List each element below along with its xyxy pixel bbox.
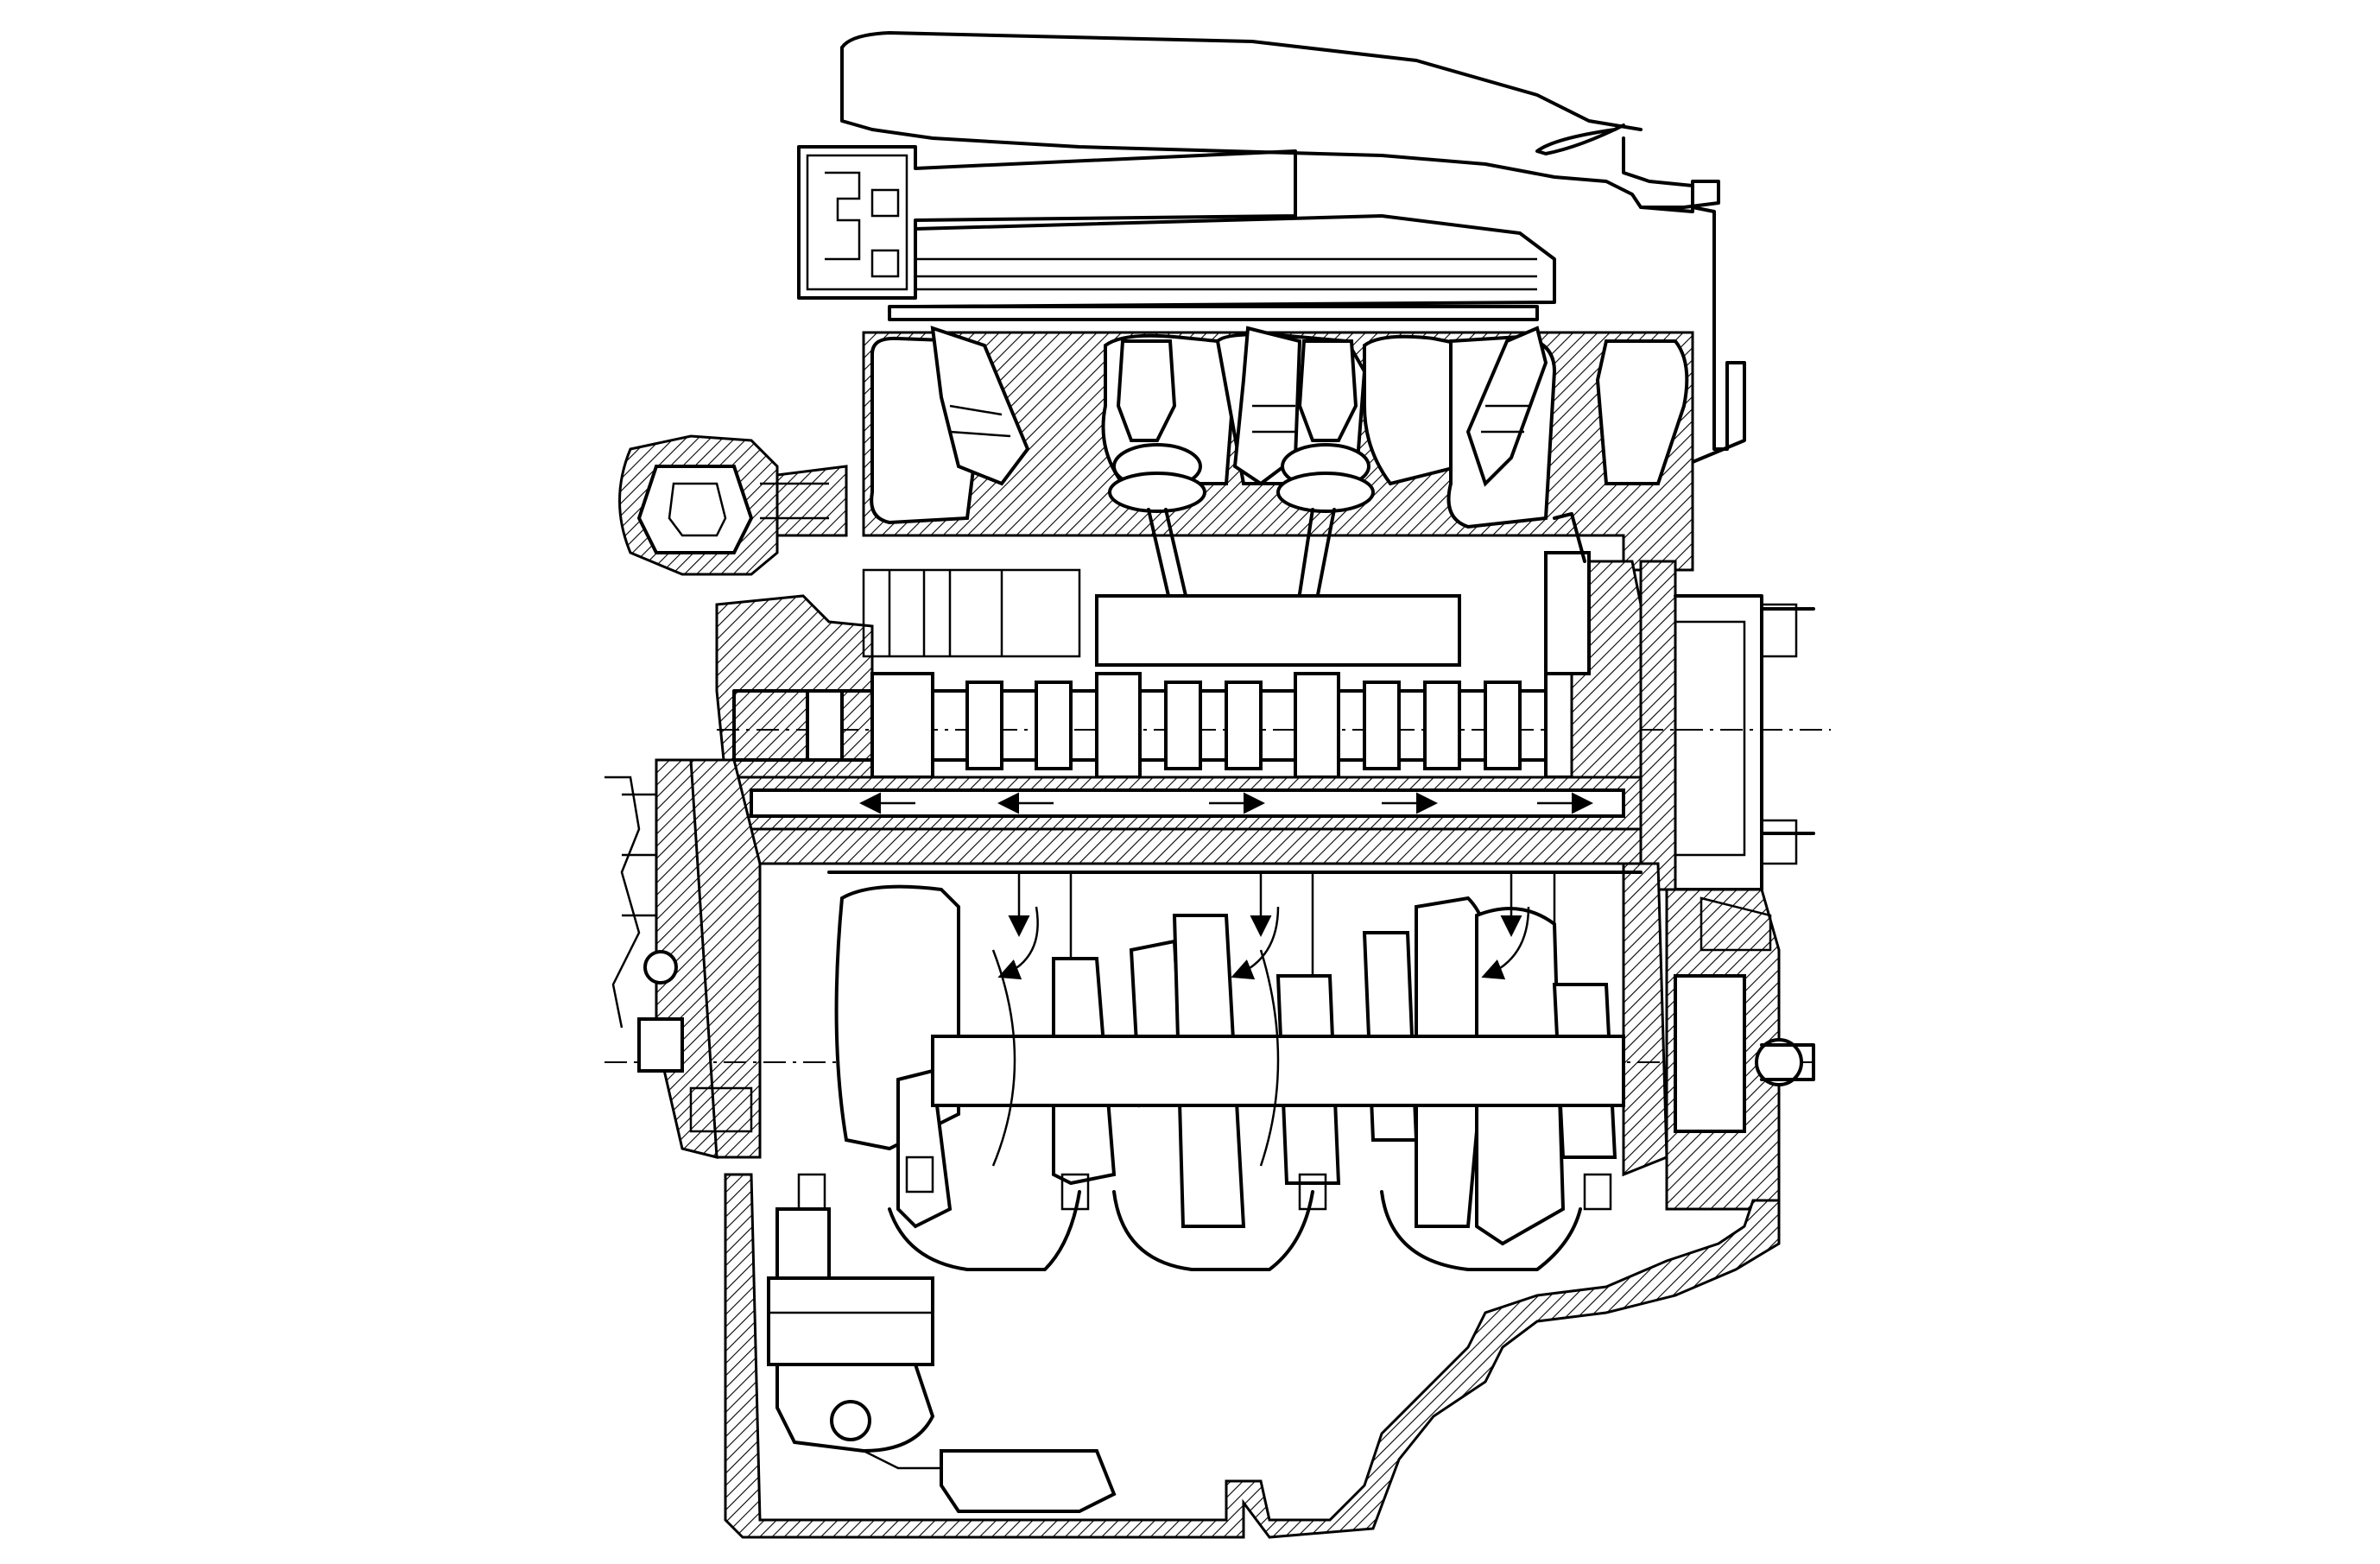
- oil-gallery: [732, 776, 1643, 865]
- engine-cover: [840, 31, 1746, 468]
- thermostat-housing: [618, 434, 848, 576]
- oil-flow-arrows: [997, 872, 1530, 980]
- oil-pan: [724, 1173, 1781, 1539]
- intake-plenum: [797, 145, 1556, 321]
- fuel-injectors: [930, 326, 1548, 487]
- timing-cover: [1544, 512, 1831, 891]
- camshaft: [715, 568, 1693, 814]
- crank-pulley-assembly: [1665, 888, 1815, 1211]
- oil-pump-and-pickup: [767, 1207, 1117, 1513]
- front-timing-side: [604, 758, 753, 1159]
- fasteners: [797, 1156, 1612, 1211]
- crankshaft: [604, 884, 1813, 1246]
